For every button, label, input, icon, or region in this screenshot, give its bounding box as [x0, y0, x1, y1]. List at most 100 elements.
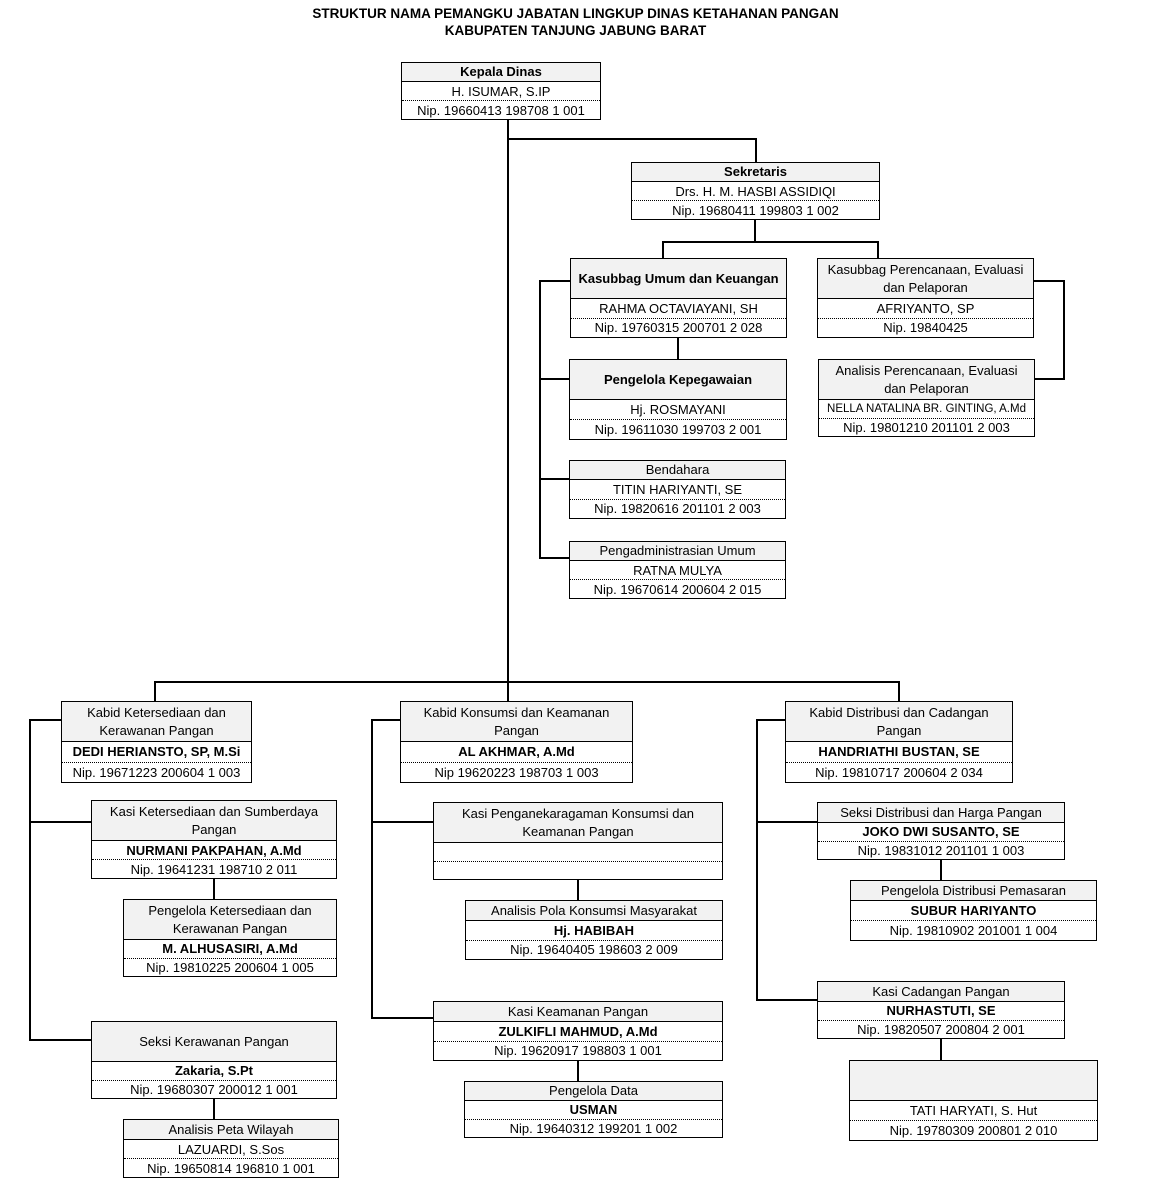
- org-box-bendahara: Bendahara TITIN HARIYANTI, SE Nip. 19820…: [569, 460, 786, 519]
- connector-line: [507, 120, 509, 701]
- box-name: Hj. HABIBAH: [466, 921, 722, 941]
- connector-line: [539, 281, 541, 558]
- connector-line: [755, 138, 757, 162]
- box-nip: Nip. 19671223 200604 1 003: [72, 764, 241, 780]
- box-nip: Nip. 19810225 200604 1 005: [146, 959, 314, 975]
- org-box-kasubbag-umum: Kasubbag Umum dan Keuangan RAHMA OCTAVIA…: [570, 258, 787, 338]
- org-box-kasi-penganekaragaman: Kasi Penganekaragaman Konsumsi dan Keama…: [433, 802, 723, 880]
- box-title: Analisis Pola Konsumsi Masyarakat: [466, 901, 722, 921]
- box-nip: Nip. 19620917 198803 1 001: [494, 1043, 662, 1059]
- box-nip: Nip. 19820507 200804 2 001: [857, 1021, 1025, 1037]
- org-box-pengadministrasian-umum: Pengadministrasian Umum RATNA MULYA Nip.…: [569, 541, 786, 599]
- org-box-kasi-ketersediaan: Kasi Ketersediaan dan Sumberdaya Pangan …: [91, 800, 337, 879]
- box-nip: Nip. 19611030 199703 2 001: [594, 422, 762, 437]
- connector-line: [940, 860, 942, 880]
- connector-line: [756, 719, 785, 721]
- box-title: Kasubbag Umum dan Keuangan: [571, 259, 786, 299]
- connector-line: [1063, 281, 1065, 379]
- box-title: Sekretaris: [632, 163, 879, 182]
- org-box-pengelola-data: Pengelola Data USMAN Nip. 19640312 19920…: [464, 1081, 723, 1138]
- org-box-seksi-distribusi: Seksi Distribusi dan Harga Pangan JOKO D…: [817, 802, 1065, 860]
- box-nip: Nip. 19640405 198603 2 009: [510, 942, 678, 958]
- connector-line: [756, 720, 758, 1000]
- box-nip: Nip. 19831012 201101 1 003: [857, 842, 1025, 858]
- box-name: AFRIYANTO, SP: [818, 299, 1033, 319]
- box-title: Pengelola Distribusi Pemasaran: [851, 881, 1096, 901]
- box-nip: Nip. 19680307 200012 1 001: [130, 1081, 298, 1097]
- connector-line: [577, 880, 579, 900]
- org-box-kasi-keamanan: Kasi Keamanan Pangan ZULKIFLI MAHMUD, A.…: [433, 1001, 723, 1061]
- connector-line: [29, 719, 61, 721]
- box-title: Kasi Ketersediaan dan Sumberdaya Pangan: [92, 801, 336, 841]
- connector-line: [1033, 280, 1065, 282]
- box-title: Seksi Kerawanan Pangan: [92, 1022, 336, 1062]
- org-box-analisis-perencanaan: Analisis Perencanaan, Evaluasi dan Pelap…: [818, 359, 1035, 437]
- box-title: Kabid Ketersediaan dan Kerawanan Pangan: [62, 702, 251, 742]
- chart-title: STRUKTUR NAMA PEMANGKU JABATAN LINGKUP D…: [0, 5, 1151, 39]
- org-box-pengelola-distribusi: Pengelola Distribusi Pemasaran SUBUR HAR…: [850, 880, 1097, 941]
- org-box-seksi-kerawanan: Seksi Kerawanan Pangan Zakaria, S.Pt Nip…: [91, 1021, 337, 1099]
- box-title: Pengadministrasian Umum: [570, 542, 785, 561]
- connector-line: [662, 241, 664, 258]
- box-nip: Nip. 19780309 200801 2 010: [889, 1123, 1058, 1138]
- connector-line: [539, 280, 570, 282]
- org-box-analisis-pola: Analisis Pola Konsumsi Masyarakat Hj. HA…: [465, 900, 723, 960]
- box-nip: Nip 19620223 198703 1 003: [434, 764, 599, 780]
- connector-line: [29, 1039, 91, 1041]
- box-name: JOKO DWI SUSANTO, SE: [818, 823, 1064, 842]
- box-title: Kasi Keamanan Pangan: [434, 1002, 722, 1022]
- connector-line: [371, 719, 400, 721]
- box-name: Zakaria, S.Pt: [92, 1062, 336, 1081]
- org-box-pengelola-kepegawaian: Pengelola Kepegawaian Hj. ROSMAYANI Nip.…: [569, 359, 787, 440]
- box-name: Drs. H. M. HASBI ASSIDIQI: [632, 182, 879, 201]
- box-nip: Nip. 19810902 201001 1 004: [889, 923, 1058, 938]
- connector-line: [154, 681, 900, 683]
- box-nip: Nip. 19650814 196810 1 001: [147, 1160, 315, 1176]
- org-box-tati-haryati: TATI HARYATI, S. Hut Nip. 19780309 20080…: [849, 1060, 1098, 1141]
- chart-title-line2: KABUPATEN TANJUNG JABUNG BARAT: [444, 23, 707, 38]
- connector-line: [371, 1017, 433, 1019]
- connector-line: [940, 1039, 942, 1060]
- box-title: Kabid Distribusi dan Cadangan Pangan: [786, 702, 1012, 742]
- connector-line: [213, 879, 215, 899]
- box-name: NURMANI PAKPAHAN, A.Md: [92, 841, 336, 860]
- org-box-kasi-cadangan: Kasi Cadangan Pangan NURHASTUTI, SE Nip.…: [817, 981, 1065, 1039]
- box-title: Pengelola Ketersediaan dan Kerawanan Pan…: [124, 900, 336, 940]
- connector-line: [877, 241, 879, 258]
- box-name: AL AKHMAR, A.Md: [401, 742, 632, 763]
- connector-line: [898, 681, 900, 701]
- box-nip: Nip. 19801210 201101 2 003: [843, 419, 1010, 435]
- box-title: Kepala Dinas: [402, 63, 600, 82]
- connector-line: [507, 138, 757, 140]
- connector-line: [662, 241, 879, 243]
- box-name: ZULKIFLI MAHMUD, A.Md: [434, 1022, 722, 1042]
- box-title: [850, 1061, 1097, 1101]
- box-name: DEDI HERIANSTO, SP, M.Si: [62, 742, 251, 763]
- connector-line: [539, 557, 569, 559]
- box-title: Pengelola Kepegawaian: [570, 360, 786, 400]
- connector-line: [756, 999, 817, 1001]
- box-title: Analisis Peta Wilayah: [124, 1120, 338, 1140]
- box-title: Kasi Penganekaragaman Konsumsi dan Keama…: [434, 803, 722, 843]
- connector-line: [1034, 378, 1065, 380]
- box-title: Seksi Distribusi dan Harga Pangan: [818, 803, 1064, 823]
- box-title: Kasi Cadangan Pangan: [818, 982, 1064, 1002]
- box-name: NURHASTUTI, SE: [818, 1002, 1064, 1021]
- box-title: Analisis Perencanaan, Evaluasi dan Pelap…: [819, 360, 1034, 400]
- box-nip: Nip. 19810717 200604 2 034: [815, 764, 983, 780]
- connector-line: [539, 478, 569, 480]
- connector-line: [539, 378, 569, 380]
- box-nip: Nip. 19670614 200604 2 015: [593, 581, 762, 597]
- box-name: H. ISUMAR, S.IP: [402, 82, 600, 101]
- box-name: SUBUR HARIYANTO: [851, 901, 1096, 921]
- org-box-kabid-distribusi: Kabid Distribusi dan Cadangan Pangan HAN…: [785, 701, 1013, 783]
- box-name: TITIN HARIYANTI, SE: [570, 480, 785, 500]
- org-box-kepala-dinas: Kepala Dinas H. ISUMAR, S.IP Nip. 196604…: [401, 62, 601, 120]
- org-box-analisis-peta: Analisis Peta Wilayah LAZUARDI, S.Sos Ni…: [123, 1119, 339, 1178]
- box-name: M. ALHUSASIRI, A.Md: [124, 940, 336, 959]
- box-name: LAZUARDI, S.Sos: [124, 1140, 338, 1159]
- org-box-kasubbag-perencanaan: Kasubbag Perencanaan, Evaluasi dan Pelap…: [817, 258, 1034, 338]
- connector-line: [371, 720, 373, 1018]
- org-box-sekretaris: Sekretaris Drs. H. M. HASBI ASSIDIQI Nip…: [631, 162, 880, 220]
